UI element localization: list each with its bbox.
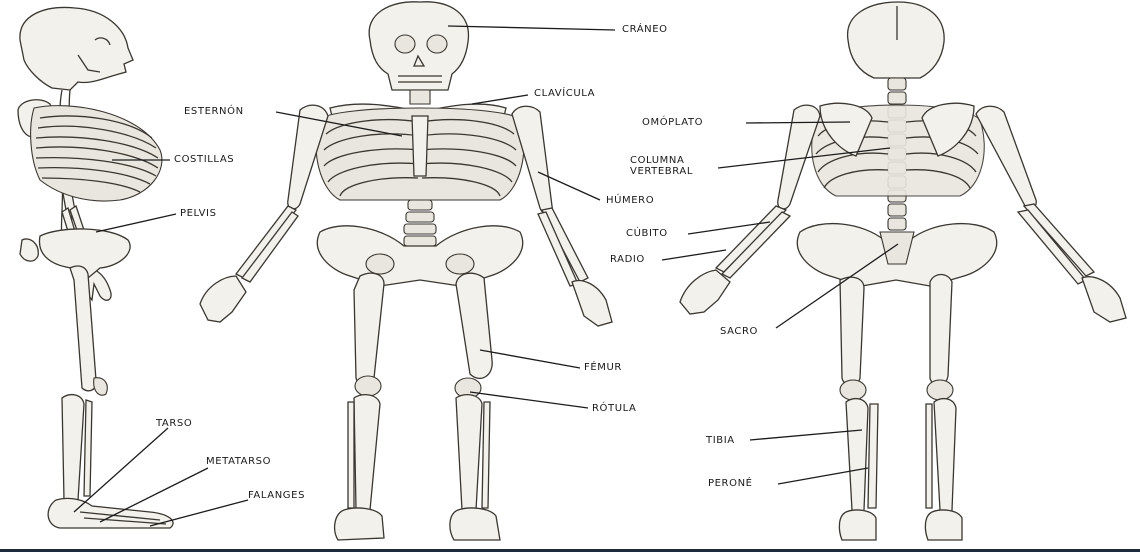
label-columna-line1: COLUMNA: [630, 155, 740, 166]
label-columna-line2: VERTEBRAL: [630, 166, 740, 177]
label-rotula: RÓTULA: [592, 403, 637, 414]
leader-craneo: [448, 26, 615, 30]
label-perone: PERONÉ: [708, 478, 753, 489]
label-cubito: CÚBITO: [626, 228, 668, 239]
label-tibia: TIBIA: [706, 435, 735, 446]
label-omoplato: OMÓPLATO: [642, 117, 703, 128]
label-femur: FÉMUR: [584, 362, 622, 373]
label-sacro: SACRO: [720, 326, 758, 337]
leader-radio: [662, 250, 726, 260]
leader-pelvis: [96, 214, 176, 232]
leader-falanges: [150, 500, 248, 526]
label-radio: RADIO: [610, 254, 645, 265]
leader-clavicula: [472, 95, 528, 104]
label-costillas: COSTILLAS: [174, 154, 234, 165]
label-clavicula: CLAVÍCULA: [534, 88, 595, 99]
label-falanges: FALANGES: [248, 490, 305, 501]
back-skeleton: [680, 2, 1126, 540]
side-skeleton: [18, 7, 173, 528]
label-esternon: ESTERNÓN: [184, 106, 244, 117]
label-craneo: CRÁNEO: [622, 24, 668, 35]
leader-femur: [480, 350, 580, 368]
leader-tibia: [750, 430, 862, 440]
label-columna-vertebral: COLUMNA VERTEBRAL: [630, 155, 740, 177]
label-pelvis: PELVIS: [180, 208, 217, 219]
label-metatarso: METATARSO: [206, 456, 271, 467]
label-humero: HÚMERO: [606, 195, 654, 206]
label-tarso: TARSO: [156, 418, 192, 429]
